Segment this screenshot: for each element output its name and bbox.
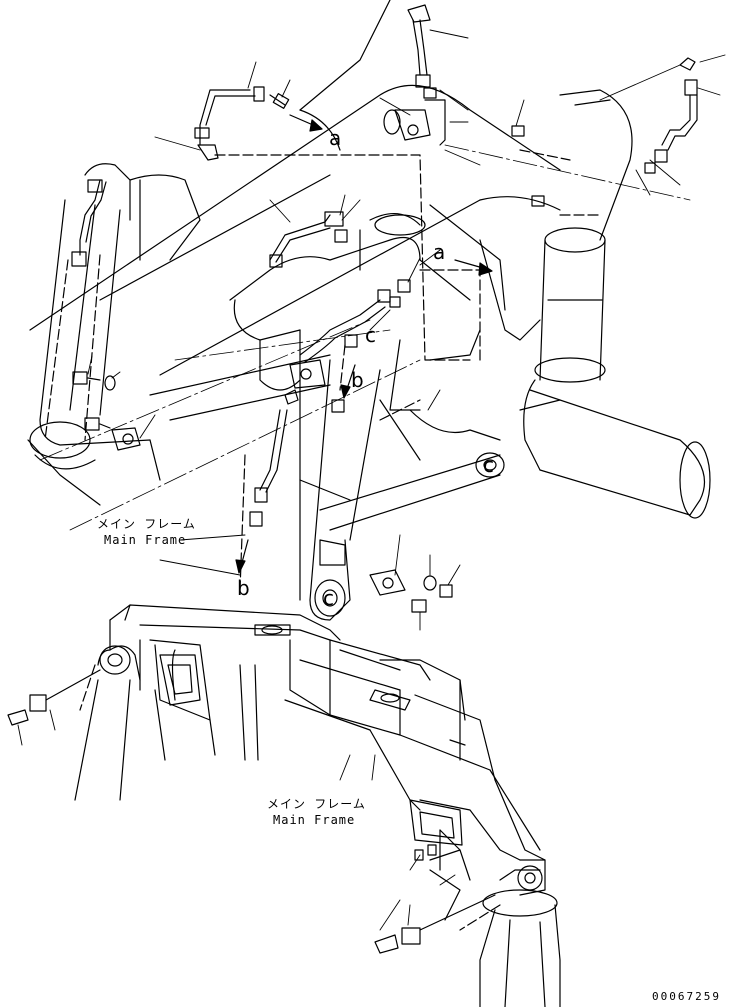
ref-a-right: a	[433, 240, 446, 264]
hose-top-center	[383, 4, 446, 146]
hose-left-cylinder	[71, 179, 141, 451]
ref-c-mid: c	[365, 323, 376, 347]
hose-top-right	[511, 57, 698, 207]
ref-c-right: c	[483, 453, 494, 477]
ref-c-low: c	[323, 586, 334, 610]
lower-fittings	[319, 539, 453, 613]
hose-top-left	[194, 86, 290, 161]
main-frame	[97, 604, 561, 1007]
hose-lower-center	[249, 389, 299, 527]
leader-lines	[17, 29, 726, 931]
hidden-lines-lower	[79, 664, 501, 931]
frame-legs	[74, 679, 166, 801]
main-frame-label-2-jp: メイン フレーム	[267, 797, 366, 811]
upper-beam	[29, 0, 561, 376]
drawing-number: 00067259	[652, 990, 721, 1003]
main-frame-label-2-en: Main Frame	[273, 813, 356, 827]
lower-right-fittings	[374, 894, 496, 954]
ref-a-top: a	[329, 126, 342, 150]
ref-b-mid: b	[351, 368, 364, 392]
central-boom	[149, 213, 505, 621]
lower-left-fittings	[7, 669, 101, 726]
main-frame-label-1-jp: メイン フレーム	[97, 517, 196, 531]
ref-b-low: b	[237, 576, 250, 600]
flow-arrows	[235, 114, 493, 574]
hose-center	[269, 211, 411, 413]
main-frame-label-1-en: Main Frame	[104, 533, 187, 547]
right-cylinder	[429, 89, 711, 519]
